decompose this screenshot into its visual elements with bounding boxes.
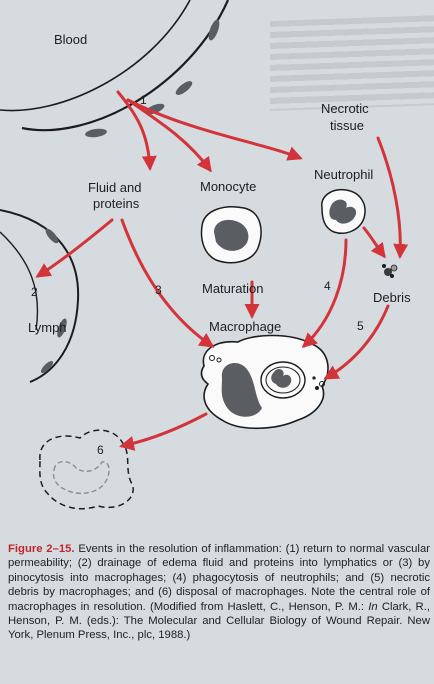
step-number-6: 6 — [97, 443, 104, 457]
arrow-to-monocyte — [126, 98, 212, 173]
label-blood: Blood — [54, 32, 87, 47]
arrow-to-fluid — [116, 90, 157, 171]
endothelial-nucleus — [175, 81, 193, 95]
caption-text-1: Events in the resolution of inflammation… — [8, 543, 430, 613]
label-lymph: Lymph — [28, 320, 67, 335]
neutrophil-cell — [321, 188, 366, 234]
step-number-3: 3 — [155, 283, 162, 297]
step-number-4: 4 — [324, 279, 331, 293]
arrow-5-debris — [323, 304, 390, 380]
label-neutrophil: Neutrophil — [314, 167, 373, 182]
caption-text-2: Clark, R., Henson, P. M. (eds.): The Mol… — [8, 600, 430, 642]
label-fluid-1: Fluid and — [88, 180, 141, 195]
step-number-2: 2 — [31, 285, 38, 299]
label-necrotic-1: Necrotic — [321, 101, 369, 116]
lymph-nucleus — [45, 228, 59, 244]
figure-label: Figure 2–15. — [8, 543, 75, 555]
label-maturation: Maturation — [202, 281, 263, 296]
step-number-5: 5 — [357, 319, 364, 333]
caption-italic: In — [368, 600, 378, 613]
arrow-necrotic-to-debris — [376, 136, 409, 259]
arrow-3-to-macrophage — [120, 218, 215, 348]
lymph-nucleus — [57, 318, 67, 338]
debris-particles — [382, 264, 398, 278]
step-number-1: 1 — [140, 93, 147, 107]
disposed-macrophage — [39, 429, 134, 510]
arrow-neutrophil-to-debris — [362, 226, 386, 259]
monocyte-nucleus — [214, 219, 249, 251]
arrow-2-to-lymph — [35, 218, 114, 278]
inflammation-diagram: Blood Necrotic tissue Fluid and proteins… — [0, 0, 411, 510]
monocyte-cell — [200, 206, 262, 264]
macrophage-cell — [200, 334, 329, 430]
lymph-nucleus — [40, 360, 54, 374]
endothelial-nucleus — [85, 128, 107, 138]
figure-caption: Figure 2–15. Events in the resolution of… — [8, 542, 430, 643]
arrow-4-phagocytosis — [301, 238, 348, 349]
arrows — [35, 90, 409, 451]
endothelial-nucleus — [208, 19, 220, 41]
macrophage-nucleus — [221, 363, 262, 417]
lymph-vessel — [0, 209, 80, 383]
arrow-6-disposal — [119, 412, 208, 451]
label-debris: Debris — [373, 290, 411, 305]
engulfed-neutrophil-nucleus — [271, 369, 292, 388]
arrow-to-neutrophil — [126, 98, 303, 161]
label-necrotic-2: tissue — [330, 118, 364, 133]
blood-vessel — [0, 0, 230, 138]
label-macrophage: Macrophage — [209, 319, 281, 334]
neutrophil-nucleus — [329, 199, 357, 224]
phagosome — [260, 361, 306, 399]
label-fluid-2: proteins — [93, 196, 140, 211]
label-monocyte: Monocyte — [200, 179, 256, 194]
